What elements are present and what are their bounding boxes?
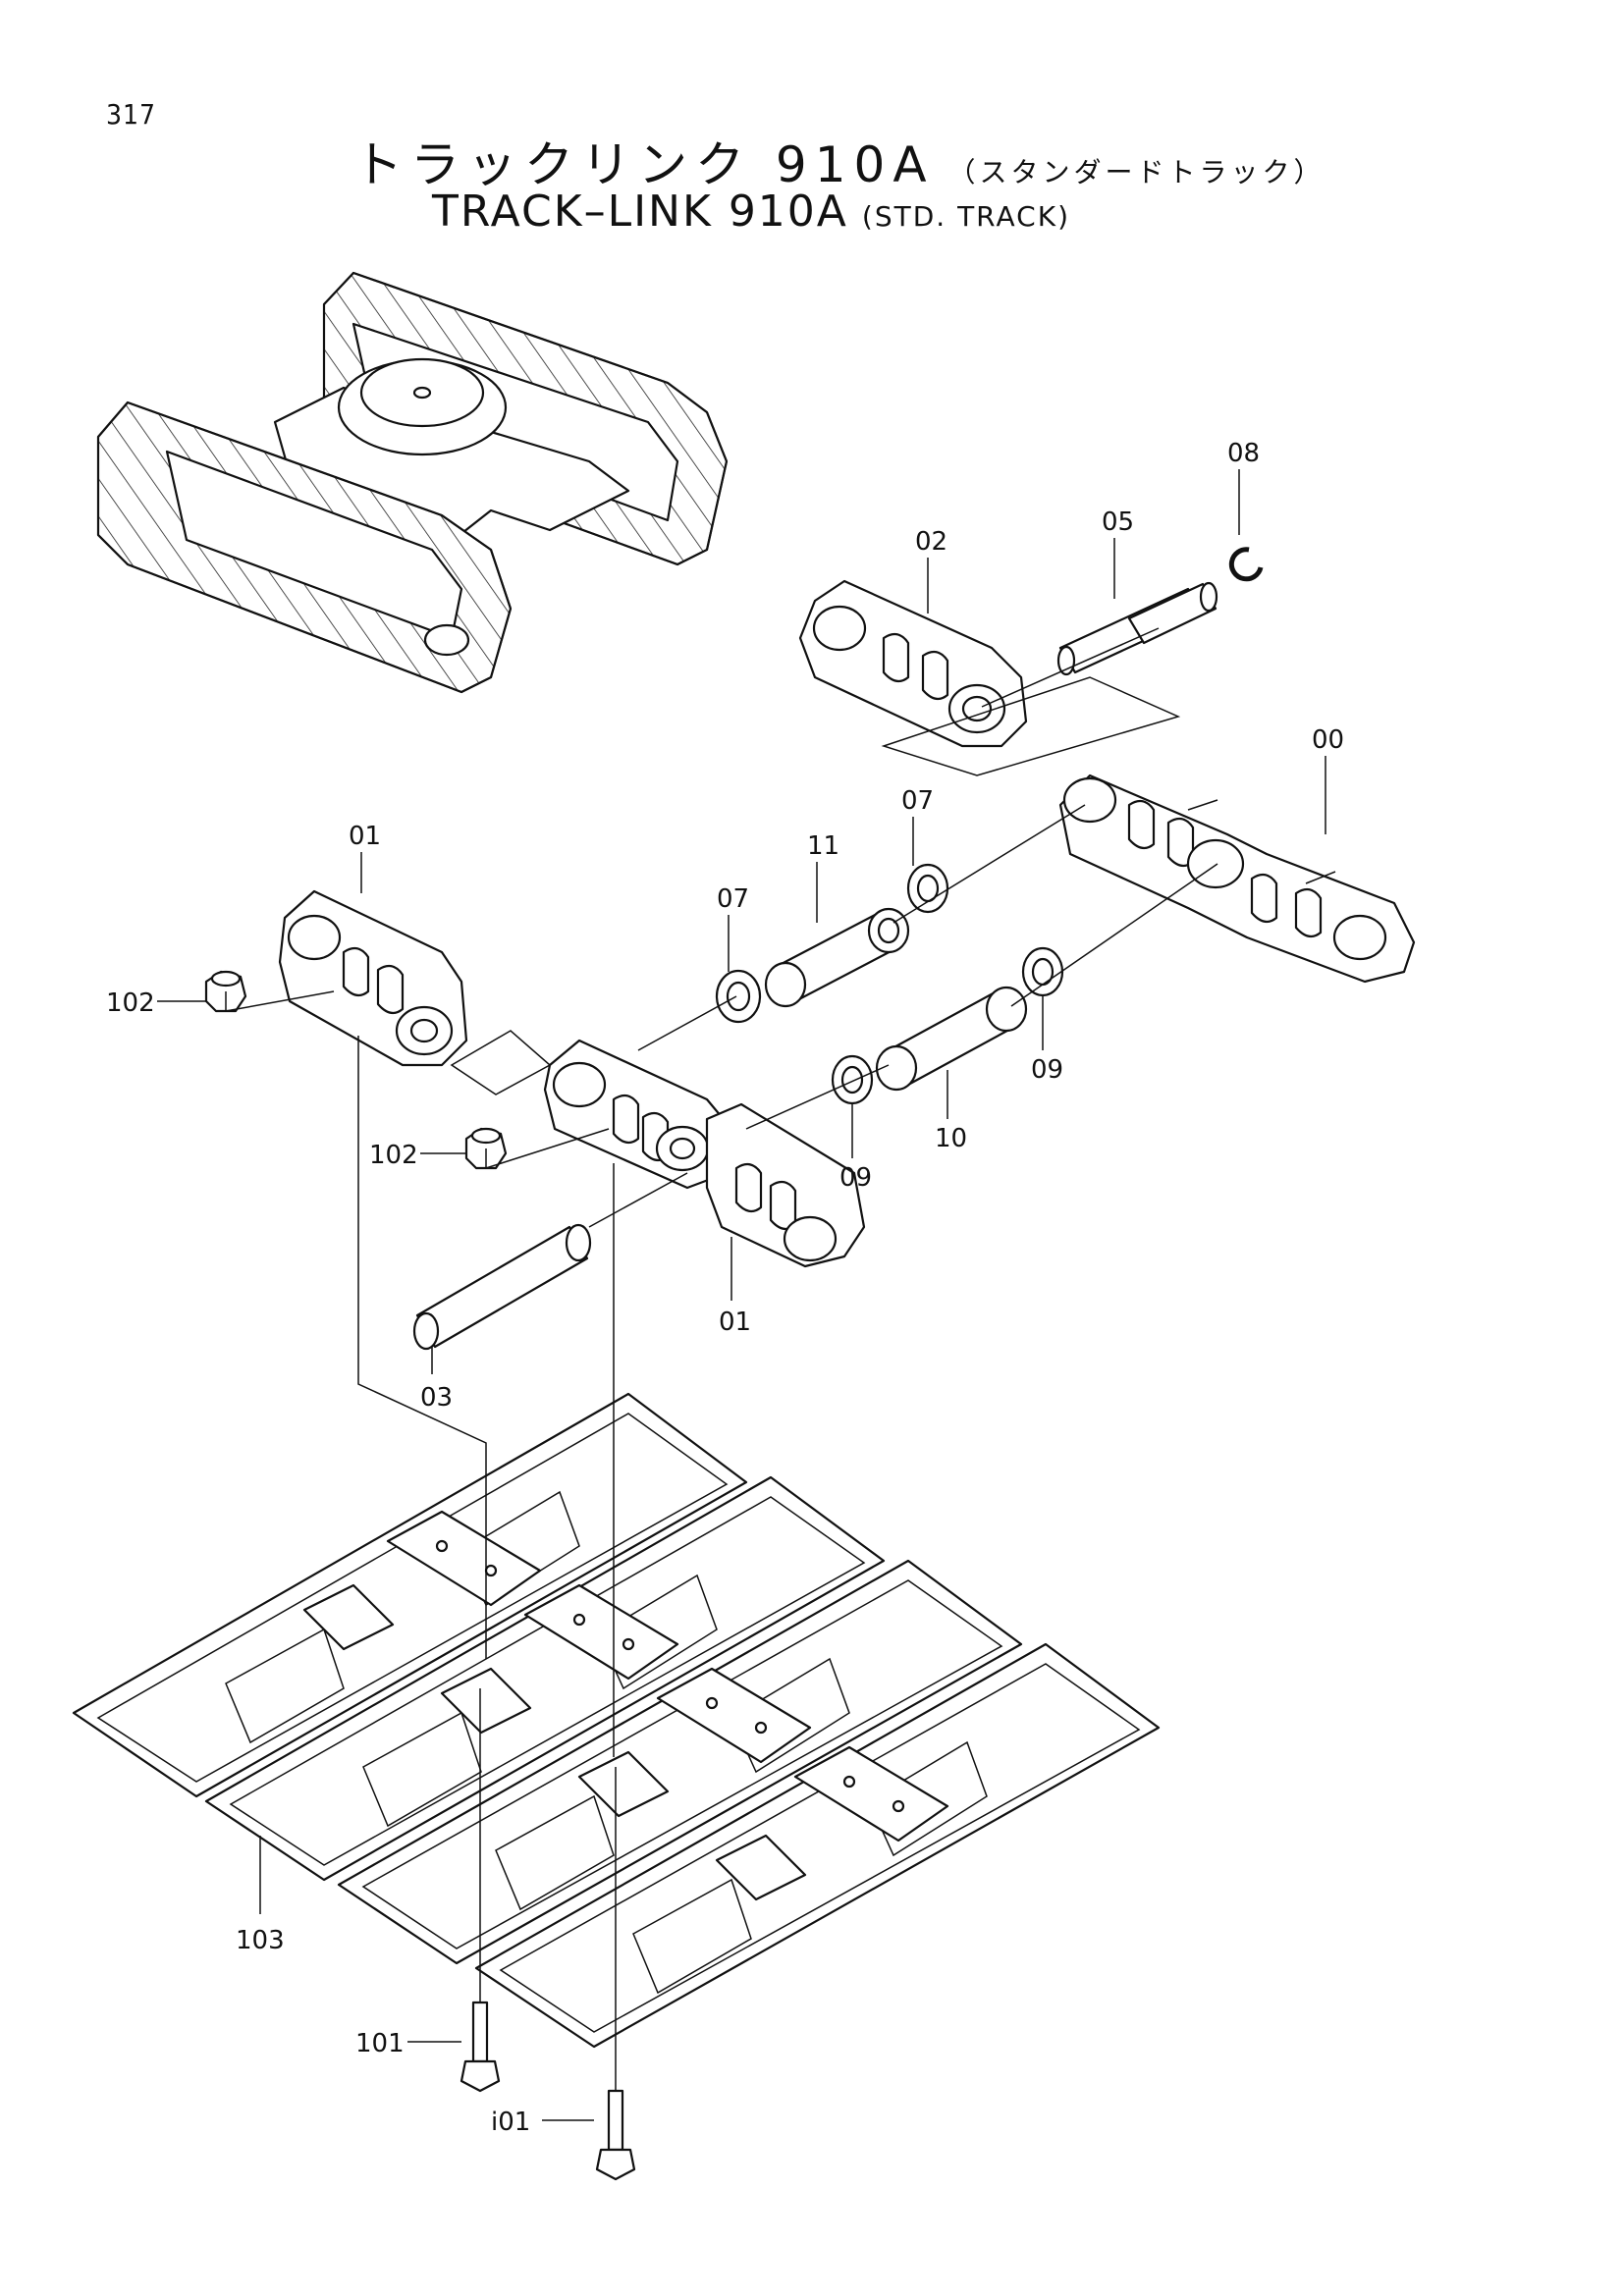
callout-02: 02 xyxy=(915,527,947,557)
undercarriage-overview xyxy=(96,271,729,694)
title-japanese: トラックリンク 910A （スタンダードトラック） xyxy=(353,126,1325,196)
title-english: TRACK–LINK 910A (STD. TRACK) xyxy=(432,187,1070,237)
leader-lines xyxy=(157,469,1326,2121)
callout-labels: 08 02 05 00 07 07 11 01 102 102 09 09 10… xyxy=(106,439,1344,2137)
callout-09-left: 09 xyxy=(839,1163,872,1193)
seal-09-right xyxy=(1021,946,1064,997)
seal-09-left xyxy=(831,1054,874,1105)
bolt-101-right xyxy=(595,2089,636,2181)
track-pin-03 xyxy=(412,1223,592,1351)
callout-01-upper: 01 xyxy=(349,822,381,851)
track-shoes-103 xyxy=(72,1392,1161,2049)
title-english-main: TRACK–LINK 910A xyxy=(432,187,848,237)
callout-00: 00 xyxy=(1312,725,1344,755)
callout-07-lower: 07 xyxy=(717,884,749,914)
callout-09-right: 09 xyxy=(1031,1055,1063,1085)
page-number: 317 xyxy=(106,98,157,131)
assembly-center-lines xyxy=(225,627,1218,2091)
callout-102-upper: 102 xyxy=(106,988,155,1018)
snap-ring-08 xyxy=(1228,547,1264,582)
callout-08: 08 xyxy=(1227,439,1260,468)
bolt-101-left xyxy=(460,2001,501,2093)
callout-07-upper: 07 xyxy=(901,786,934,816)
assembly-plane-outline xyxy=(881,676,1181,776)
title-japanese-main: トラックリンク 910A xyxy=(353,136,935,193)
callout-10: 10 xyxy=(935,1124,967,1153)
callout-103: 103 xyxy=(236,1926,285,1955)
callout-101-left: 101 xyxy=(355,2029,405,2058)
title-japanese-sub: （スタンダードトラック） xyxy=(947,156,1325,188)
bushing-11 xyxy=(764,907,910,1008)
track-link-00 xyxy=(1058,774,1416,984)
seal-07-lower xyxy=(715,969,762,1024)
callout-03: 03 xyxy=(420,1383,453,1413)
title-english-sub: (STD. TRACK) xyxy=(861,200,1070,233)
seal-07-upper xyxy=(906,863,949,914)
track-link-01-center xyxy=(543,1039,866,1268)
callout-101-right: i01 xyxy=(491,2108,530,2137)
callout-01-lower: 01 xyxy=(719,1308,751,1337)
bushing-10 xyxy=(875,986,1028,1092)
callout-05: 05 xyxy=(1102,507,1134,537)
callout-102-lower: 102 xyxy=(369,1141,418,1170)
track-pin-05 xyxy=(1056,581,1218,676)
callout-11: 11 xyxy=(807,831,839,861)
track-link-02 xyxy=(798,579,1028,748)
track-link-01-upper xyxy=(278,889,468,1067)
